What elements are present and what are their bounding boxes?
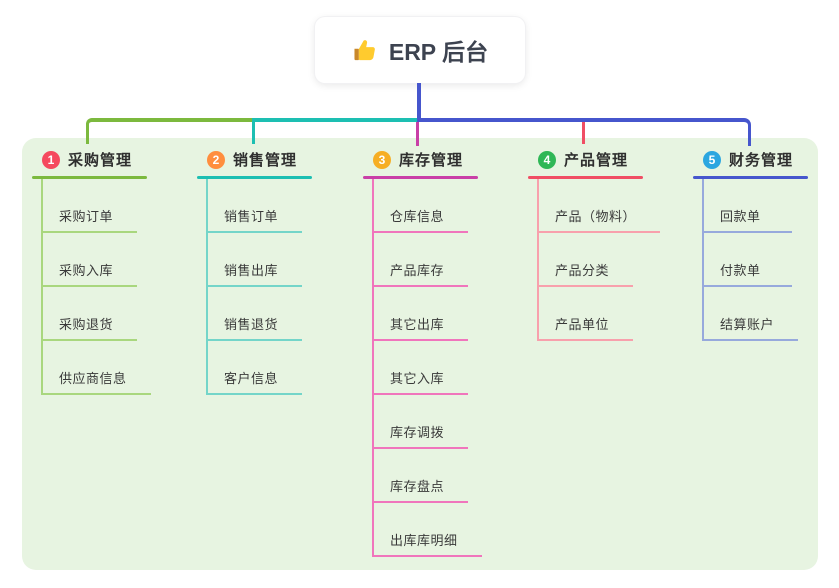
connector-branch2 [252,118,418,144]
node-product-material[interactable]: 产品（物料） [539,179,661,233]
branch-finance: 5 财务管理 回款单 付款单 结算账户 [693,146,808,341]
node-other-inbound[interactable]: 其它入库 [374,341,469,395]
connector-branch5 [417,118,751,146]
root-node-erp[interactable]: ERP 后台 [315,17,525,83]
branch-underline [32,176,147,179]
branch-underline [197,176,312,179]
node-receipt-bill[interactable]: 回款单 [704,179,792,233]
node-product-category[interactable]: 产品分类 [539,233,634,287]
connector-drop-branch4 [582,122,585,144]
thumbs-up-icon [352,37,379,64]
node-purchase-inbound[interactable]: 采购入库 [43,233,138,287]
branch-number-badge: 3 [373,150,391,169]
node-payment-bill[interactable]: 付款单 [704,233,792,287]
branch-children: 采购订单 采购入库 采购退货 供应商信息 [41,179,151,395]
node-customer-info[interactable]: 客户信息 [208,341,303,395]
node-product-unit[interactable]: 产品单位 [539,287,634,341]
node-sales-outbound[interactable]: 销售出库 [208,233,303,287]
branch-sales: 2 销售管理 销售订单 销售出库 销售退货 客户信息 [197,146,312,395]
node-product-stock[interactable]: 产品库存 [374,233,469,287]
branch-label: 销售管理 [233,152,298,169]
branch-label: 产品管理 [564,152,629,169]
branch-product-header[interactable]: 4 产品管理 [528,146,643,173]
branch-number-badge: 4 [538,150,556,169]
branch-purchase: 1 采购管理 采购订单 采购入库 采购退货 供应商信息 [32,146,151,395]
branch-children: 仓库信息 产品库存 其它出库 其它入库 库存调拨 库存盘点 出库库明细 [372,179,482,557]
node-purchase-order[interactable]: 采购订单 [43,179,138,233]
branch-children: 销售订单 销售出库 销售退货 客户信息 [206,179,312,395]
node-warehouse-info[interactable]: 仓库信息 [374,179,469,233]
node-purchase-return[interactable]: 采购退货 [43,287,138,341]
branch-sales-header[interactable]: 2 销售管理 [197,146,312,173]
node-other-outbound[interactable]: 其它出库 [374,287,469,341]
node-outbound-detail[interactable]: 出库库明细 [374,503,482,557]
connector-root-vertical [417,83,421,120]
node-stock-taking[interactable]: 库存盘点 [374,449,469,503]
branch-label: 采购管理 [68,152,133,169]
branch-number-badge: 1 [42,150,60,169]
node-stock-transfer[interactable]: 库存调拨 [374,395,469,449]
branch-children: 产品（物料） 产品分类 产品单位 [537,179,661,341]
connector-branch1 [86,118,253,144]
connector-drop-branch3 [416,122,419,146]
branch-number-badge: 5 [703,150,721,169]
branch-children: 回款单 付款单 结算账户 [702,179,808,341]
mindmap-panel [22,138,818,570]
branch-label: 财务管理 [729,152,794,169]
branch-finance-header[interactable]: 5 财务管理 [693,146,808,173]
branch-purchase-header[interactable]: 1 采购管理 [32,146,147,173]
branch-inventory: 3 库存管理 仓库信息 产品库存 其它出库 其它入库 库存调拨 库存盘点 出库库… [363,146,482,557]
branch-underline [528,176,643,179]
root-node-label: ERP 后台 [388,39,489,65]
node-settlement-account[interactable]: 结算账户 [704,287,799,341]
branch-product: 4 产品管理 产品（物料） 产品分类 产品单位 [528,146,661,341]
branch-underline [363,176,478,179]
branch-number-badge: 2 [207,150,225,169]
node-sales-return[interactable]: 销售退货 [208,287,303,341]
branch-label: 库存管理 [399,152,464,169]
node-supplier-info[interactable]: 供应商信息 [43,341,151,395]
branch-underline [693,176,808,179]
branch-inventory-header[interactable]: 3 库存管理 [363,146,478,173]
node-sales-order[interactable]: 销售订单 [208,179,303,233]
